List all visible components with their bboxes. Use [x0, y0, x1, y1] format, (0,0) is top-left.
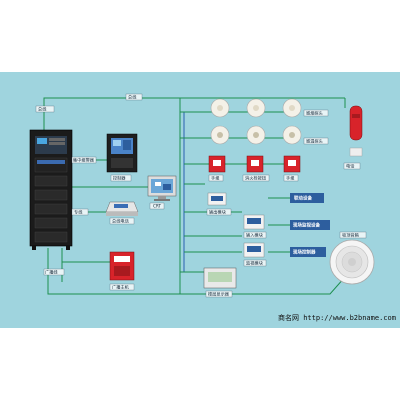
onsite-monitor-box: [290, 220, 330, 230]
smoke-detectors: [210, 98, 302, 118]
fire-panel-label: 集中报警器: [73, 157, 95, 164]
display-panel-label: 楼层显示器: [208, 291, 230, 298]
broadcast-host-label: 广播主机: [112, 284, 130, 291]
smoke-detector-label: 感烟探头: [306, 110, 323, 117]
crt-monitor: [147, 175, 177, 201]
linkage-device-label: 联动设备: [294, 195, 312, 202]
controller-label: 控制器: [113, 175, 126, 182]
ceiling-speaker: [329, 239, 375, 285]
onsite-control-label: 现场控制器: [293, 249, 316, 256]
monitor-module-label: 监视模块: [246, 260, 264, 267]
monitor-module: [243, 242, 265, 258]
hydrant-button-label: 消火栓按钮: [245, 175, 266, 182]
controller-unit: [106, 133, 138, 173]
watermark-site-name: 商名网: [278, 314, 299, 322]
io-module-label: 输入模块: [246, 232, 264, 239]
crt-label: CRT: [153, 204, 162, 209]
onsite-monitor-label: 现场监视设备: [293, 222, 320, 229]
fire-alarm-cabinet: [29, 129, 73, 250]
onsite-control-box: [290, 247, 326, 257]
bus-left-label: 总线: [38, 106, 47, 112]
manual-button-1-label: 手报: [211, 175, 220, 182]
input-module: [207, 192, 227, 206]
diagram-svg: 总线 总线 集中报警器 专线 广播线 控制器 CRT 总线电话 广播主: [29, 94, 375, 298]
telephone-host-label: 总线电话: [112, 218, 129, 225]
heat-detectors: [210, 125, 302, 145]
system-diagram-canvas: 总线 总线 集中报警器 专线 广播线 控制器 CRT 总线电话 广播主: [0, 72, 400, 328]
input-module-label: 输出模块: [209, 209, 227, 216]
alarm-phone: [349, 105, 363, 157]
heat-detector-label: 感温探头: [306, 138, 323, 145]
floor-display-panel: [203, 267, 237, 289]
io-module: [243, 214, 265, 230]
watermark-url[interactable]: http://www.b2bname.com: [303, 314, 396, 322]
manual-buttons-row: [208, 155, 301, 173]
line-bottom-label: 广播线: [45, 269, 58, 276]
linkage-device-box: [290, 193, 324, 203]
broadcast-host: [109, 251, 135, 281]
line-mid-label: 专线: [74, 209, 83, 216]
manual-button-2-label: 手报: [286, 175, 295, 182]
alarm-phone-label: 电话: [346, 163, 354, 170]
bus-top-label: 总线: [128, 94, 137, 100]
telephone-host: [105, 201, 139, 216]
ceiling-speaker-label: 吸顶音箱: [342, 232, 359, 239]
watermark: 商名网 http://www.b2bname.com: [278, 313, 396, 323]
